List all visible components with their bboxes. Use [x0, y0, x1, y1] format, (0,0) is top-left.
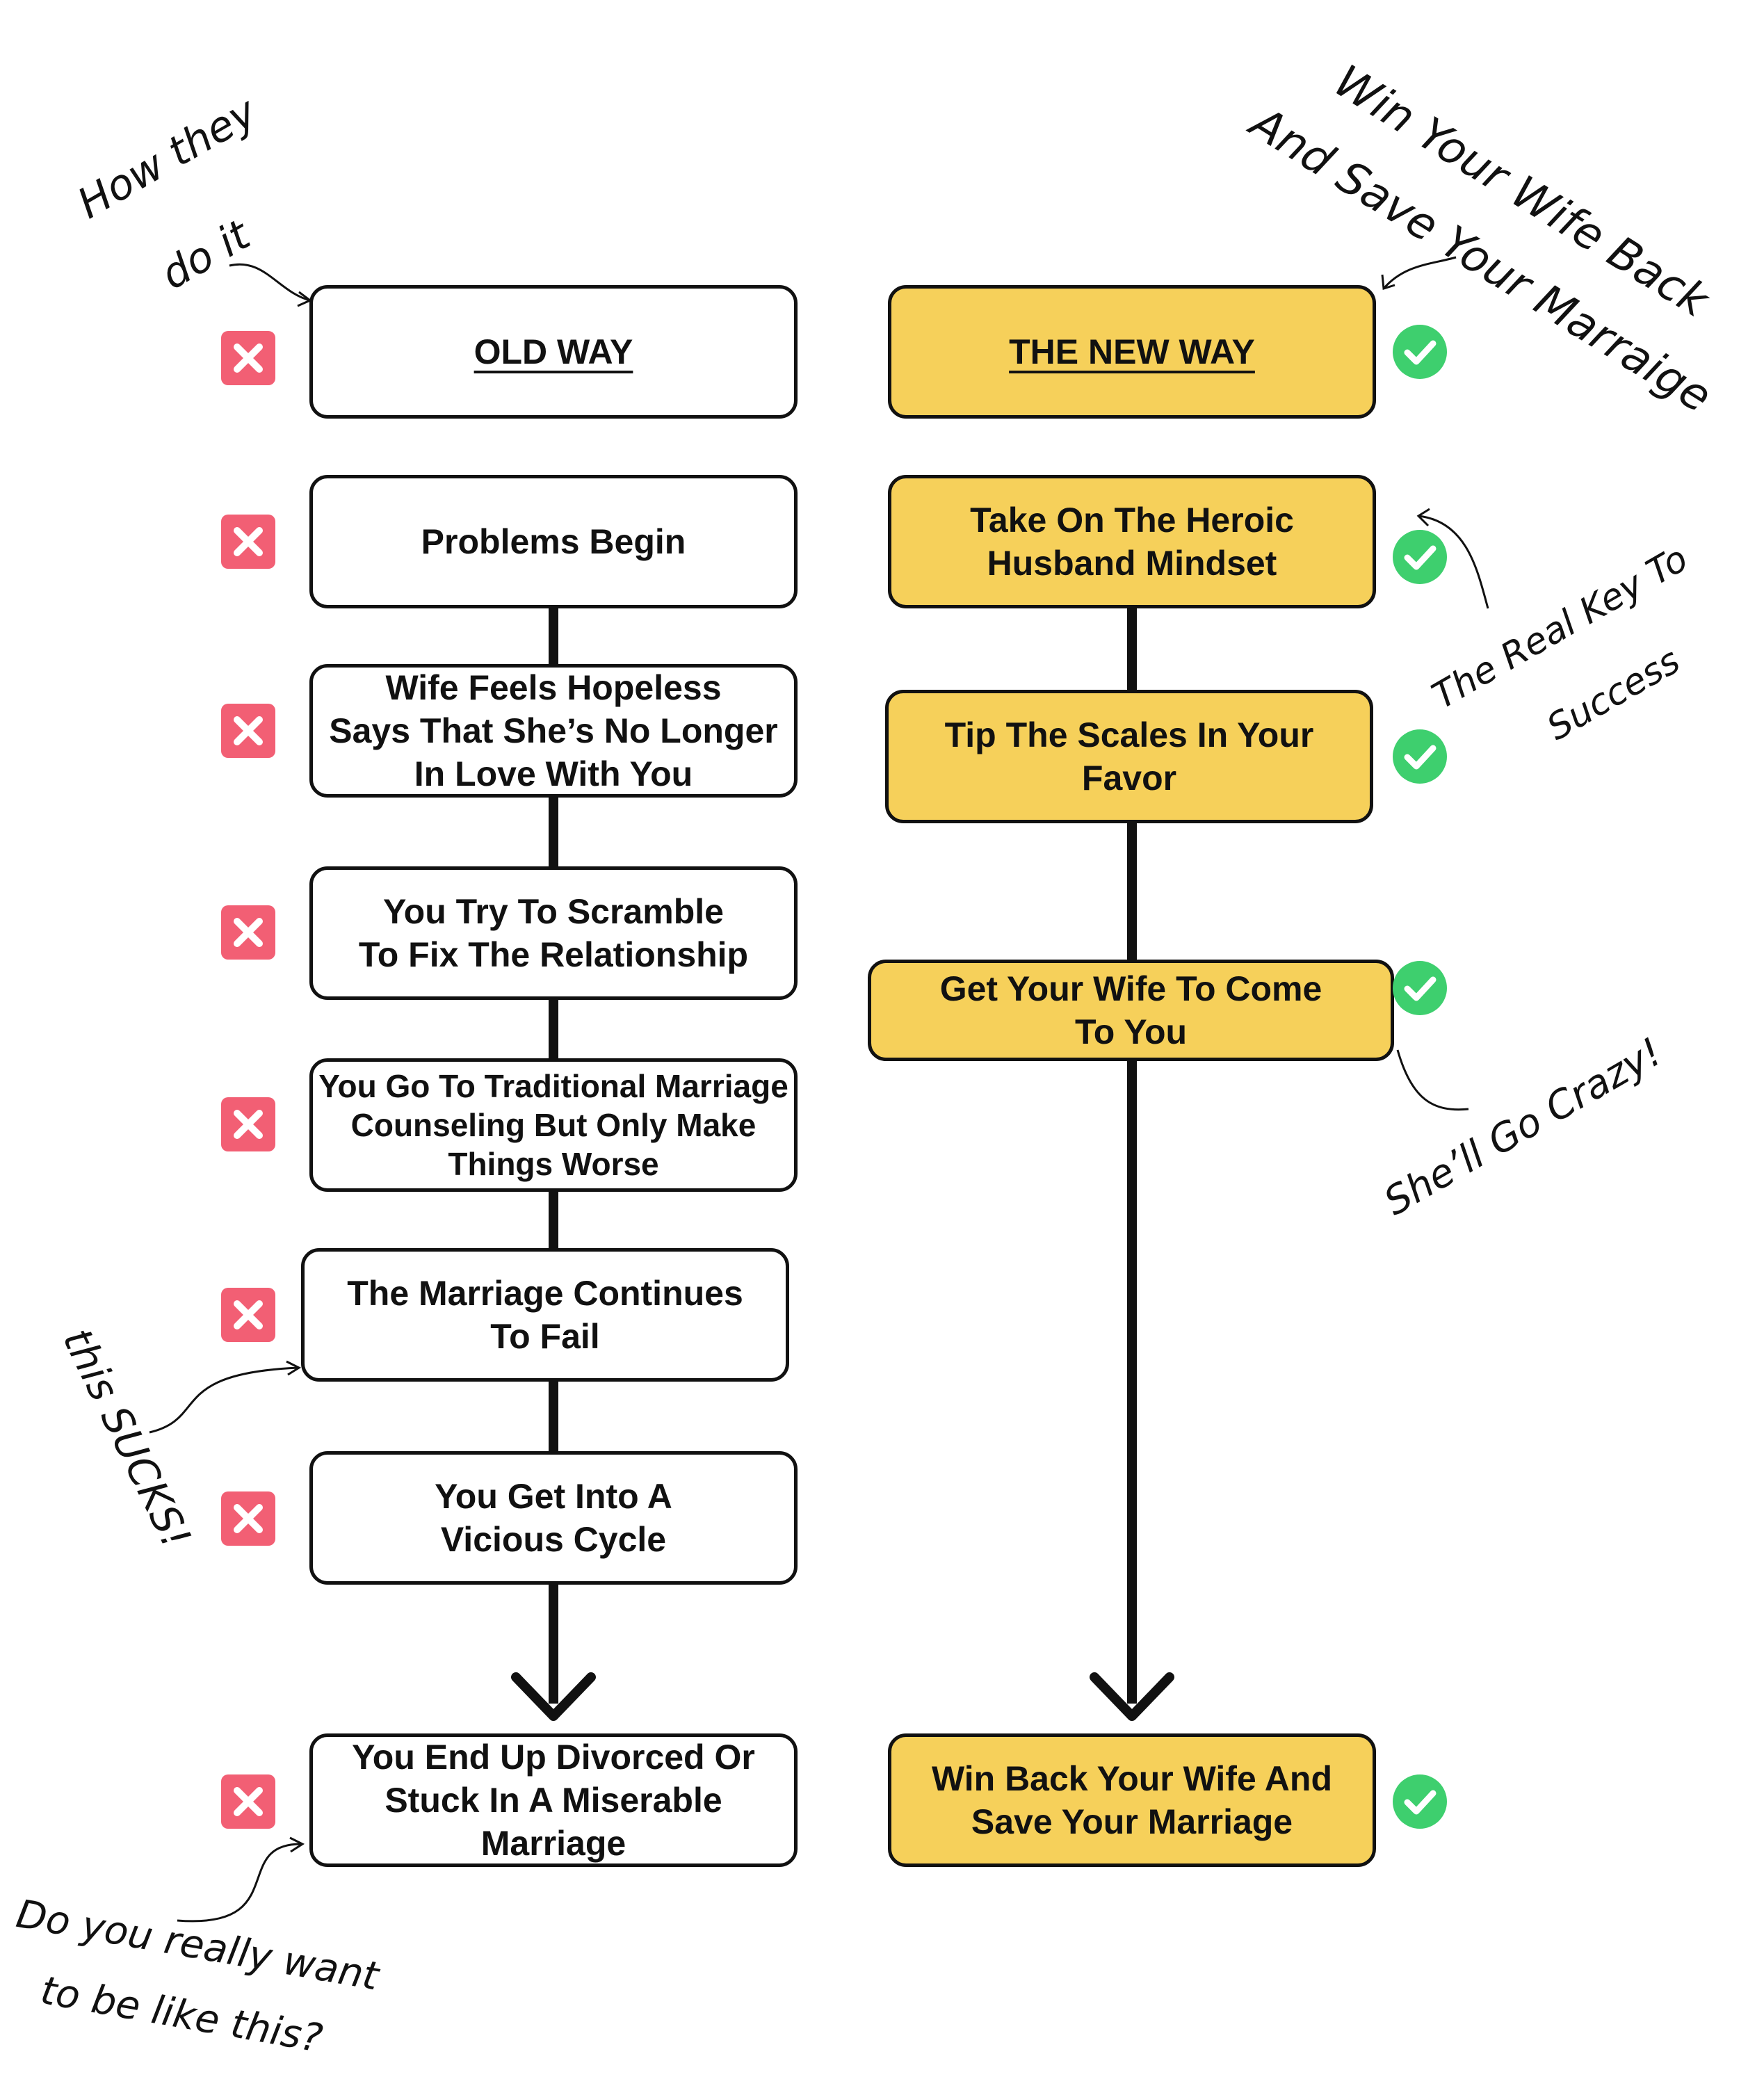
x-mark-icon [221, 1774, 275, 1829]
old-step-scramble: You Try To Scramble To Fix The Relations… [309, 866, 798, 1000]
really-want-pointer-head [289, 1836, 305, 1853]
new-way-header: THE NEW WAY [888, 285, 1376, 419]
new-step-come-to-you: Get Your Wife To Come To You [868, 960, 1394, 1061]
x-mark-icon [221, 331, 275, 385]
real-key-pointer-head [1416, 508, 1430, 527]
x-mark-icon [221, 1491, 275, 1546]
new-step-heroic-mindset: Take On The Heroic Husband Mindset [888, 475, 1376, 608]
check-mark-icon [1393, 1774, 1447, 1829]
x-mark-icon [221, 1097, 275, 1151]
old-step-divorced: You End Up Divorced Or Stuck In A Misera… [309, 1733, 798, 1867]
old-step-continues-to-fail: The Marriage Continues To Fail [301, 1248, 789, 1382]
check-mark-icon [1393, 729, 1447, 784]
this-sucks-pointer-head [286, 1360, 302, 1376]
old-step-counseling: You Go To Traditional Marriage Counselin… [309, 1058, 798, 1192]
old-step-wife-hopeless: Wife Feels Hopeless Says That She’s No L… [309, 664, 798, 798]
win-back-pointer-head [1381, 274, 1395, 290]
new-way-arrowhead [1090, 1672, 1174, 1721]
check-mark-icon [1393, 530, 1447, 584]
old-step-vicious-cycle: You Get Into A Vicious Cycle [309, 1451, 798, 1585]
x-mark-icon [221, 1288, 275, 1342]
x-mark-icon [221, 704, 275, 758]
win-back-pointer [1382, 256, 1457, 289]
check-mark-icon [1393, 325, 1447, 379]
new-step-tip-the-scales: Tip The Scales In Your Favor [885, 690, 1373, 823]
really-want-pointer [177, 1843, 303, 1923]
real-key-pointer [1418, 515, 1489, 609]
check-mark-icon [1393, 961, 1447, 1015]
old-step-problems-begin: Problems Begin [309, 475, 798, 608]
old-way-arrowhead [511, 1672, 596, 1721]
new-step-win-back: Win Back Your Wife And Save Your Marriag… [888, 1733, 1376, 1867]
how-they-do-it-pointer [229, 263, 311, 302]
x-mark-icon [221, 905, 275, 960]
old-way-header: OLD WAY [309, 285, 798, 419]
go-crazy-pointer [1396, 1049, 1469, 1111]
x-mark-icon [221, 515, 275, 569]
this-sucks-pointer [149, 1366, 300, 1434]
